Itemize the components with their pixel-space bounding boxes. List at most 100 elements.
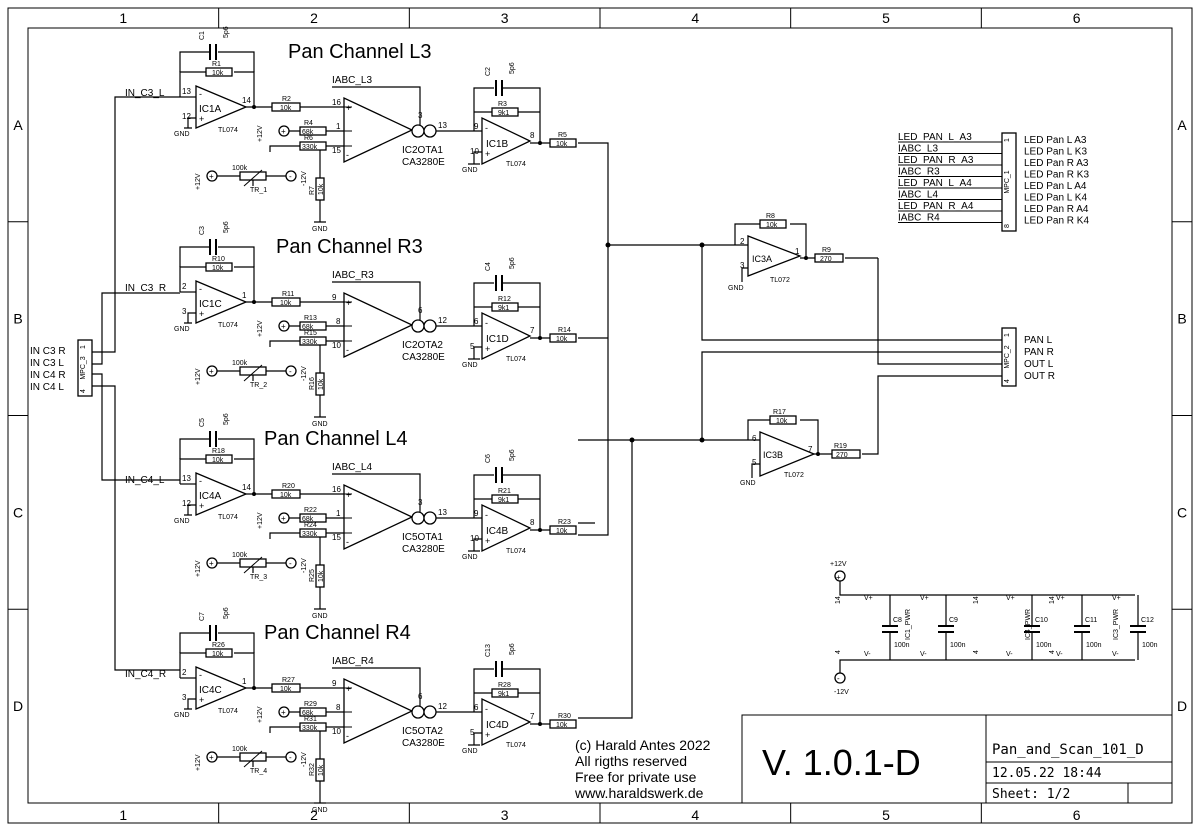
r8-name: R8 xyxy=(766,213,775,220)
channel-p12-a-3: +12V xyxy=(257,512,264,529)
svg-text:-: - xyxy=(199,476,202,486)
channel-trim-3: TR_3 xyxy=(250,574,267,581)
frame-col-top-4: 5 xyxy=(882,10,890,26)
channel-cfb-value-4: 5p6 xyxy=(223,607,230,619)
channel-cfb-4: C7 xyxy=(199,612,206,621)
frame-row-right-2: C xyxy=(1177,504,1187,520)
ic3b-pin-minus: 6 xyxy=(752,434,757,443)
channel-buf-gnd-4: GND xyxy=(462,748,478,755)
svg-text:-: - xyxy=(346,537,349,547)
r17-value: 10k xyxy=(776,418,788,425)
mpc2-signal-3: OUT L xyxy=(1024,359,1054,370)
mpc2-name: MPC_2 xyxy=(1004,345,1011,368)
r9-name: R9 xyxy=(822,247,831,254)
channel-ic-out-4: IC4D xyxy=(486,720,509,731)
power-decoupling: + +12V - -12V C8100nV+V-C9100nV+V-C10100… xyxy=(830,561,1158,696)
channel-ota-p2-1: 1 xyxy=(336,122,341,131)
cap-name-3: C11 xyxy=(1085,617,1097,624)
svg-text:+: + xyxy=(281,127,286,136)
channel-iabc-2: IABC_R3 xyxy=(332,270,374,281)
mpc3-signal-2: IN C3 L xyxy=(30,358,64,369)
credit-line-4: www.haraldswerk.de xyxy=(574,785,704,801)
svg-text:-: - xyxy=(199,284,202,294)
channel-cfb-value-2: 5p6 xyxy=(223,221,230,233)
channel-pin-in-3: 13 xyxy=(182,474,191,483)
channel-rout-value-3: 10k xyxy=(556,528,568,535)
svg-text:-: - xyxy=(485,704,488,714)
mpc1-signal-3: LED Pan R K3 xyxy=(1024,170,1089,181)
channel-trim-value-3: 100k xyxy=(232,552,248,559)
channel-iabc-1: IABC_L3 xyxy=(332,75,372,86)
frame-col-bottom-4: 5 xyxy=(882,807,890,823)
channel-ic-out-part-4: TL074 xyxy=(506,742,526,749)
channel-ota-p1-1: 16 xyxy=(332,98,341,107)
pan-channel-4: Pan Channel R4IN_C4_RIC4CTL074231-+GNDC7… xyxy=(125,607,577,814)
r9-value: 270 xyxy=(820,256,832,263)
mpc1-name: MPC_1 xyxy=(1004,170,1011,193)
channel-ra-3: R22 xyxy=(304,507,317,514)
channel-pin-out-2: 1 xyxy=(242,291,247,300)
channel-pin-in-4: 2 xyxy=(182,668,187,677)
channel-rout-4: R30 xyxy=(558,713,571,720)
channel-ra-1: R4 xyxy=(304,120,313,127)
channel-p12-a-1: +12V xyxy=(257,125,264,142)
channel-m12-3: -12V xyxy=(301,558,308,573)
svg-text:-: - xyxy=(199,670,202,680)
channel-ra-value-2: 68k xyxy=(302,324,314,331)
cap-vminus-2: V- xyxy=(1006,651,1013,658)
frame-col-top-0: 1 xyxy=(119,10,127,26)
channel-rfb-3: R18 xyxy=(212,448,225,455)
channel-title-4: Pan Channel R4 xyxy=(264,622,411,644)
svg-text:+: + xyxy=(199,501,204,511)
channel-rout-1: R5 xyxy=(558,132,567,139)
pwr-label-0: IC1_PWR xyxy=(905,609,912,640)
channel-ra-value-3: 68k xyxy=(302,516,314,523)
cap-vminus-1: V- xyxy=(920,651,927,658)
channel-pin-out-4: 1 xyxy=(242,677,247,686)
channel-rc-3: R25 xyxy=(309,569,316,582)
cap-name-1: C9 xyxy=(949,617,958,624)
channel-rc-gnd-2: GND xyxy=(312,421,328,428)
credit-line-2: All rigths reserved xyxy=(575,753,687,769)
svg-text:-: - xyxy=(485,123,488,133)
mpc3-signal-1: IN C3 R xyxy=(30,346,66,357)
r17-name: R17 xyxy=(773,409,786,416)
frame-row-left-2: C xyxy=(13,504,23,520)
channel-ota-p1-2: 9 xyxy=(332,293,337,302)
channel-trim-value-2: 100k xyxy=(232,360,248,367)
svg-text:-: - xyxy=(199,89,202,99)
frame-col-top-2: 3 xyxy=(501,10,509,26)
channel-rfb-2: R10 xyxy=(212,256,225,263)
svg-text:+: + xyxy=(346,684,351,694)
cap-vminus-0: V- xyxy=(864,651,871,658)
cap-vplus-1: V+ xyxy=(920,595,929,602)
channel-cbuf-3: C6 xyxy=(485,454,492,463)
pwr-minus12: -12V xyxy=(834,689,849,696)
channel-ota-p3-4: 10 xyxy=(332,727,341,736)
pan-channel-1: Pan Channel L3IN_C3_LIC1ATL074131214-+GN… xyxy=(125,26,577,233)
mpc3-pin-1: 1 xyxy=(80,345,87,349)
channel-ota-p3-2: 10 xyxy=(332,341,341,350)
svg-text:+: + xyxy=(485,536,490,546)
channel-rout-value-4: 10k xyxy=(556,722,568,729)
channel-rout-value-1: 10k xyxy=(556,141,568,148)
frame-row-right-1: B xyxy=(1177,311,1186,327)
channel-ra-value-1: 68k xyxy=(302,129,314,136)
channel-rout-3: R23 xyxy=(558,519,571,526)
channel-rb-1: R6 xyxy=(304,135,313,142)
channel-rbuf-value-1: 9k1 xyxy=(498,110,509,117)
channel-rc-value-4: 10k xyxy=(318,764,325,776)
channel-ota-node-3: 13 xyxy=(438,508,447,517)
channel-rc-gnd-1: GND xyxy=(312,226,328,233)
channel-ra-4: R29 xyxy=(304,701,317,708)
mpc1-signal-0: LED Pan L A3 xyxy=(1024,135,1087,146)
mpc1-net-3: IABC_R3 xyxy=(898,167,940,178)
mpc1-signal-5: LED Pan L K4 xyxy=(1024,193,1087,204)
cap-vplus-0: V+ xyxy=(864,595,873,602)
svg-text:+: + xyxy=(346,298,351,308)
r19-name: R19 xyxy=(834,443,847,450)
channel-buf-out-2: 7 xyxy=(530,326,535,335)
channel-pin-in2-4: 3 xyxy=(182,693,187,702)
channel-ic-in-part-3: TL074 xyxy=(218,514,238,521)
svg-text:+: + xyxy=(209,559,214,568)
